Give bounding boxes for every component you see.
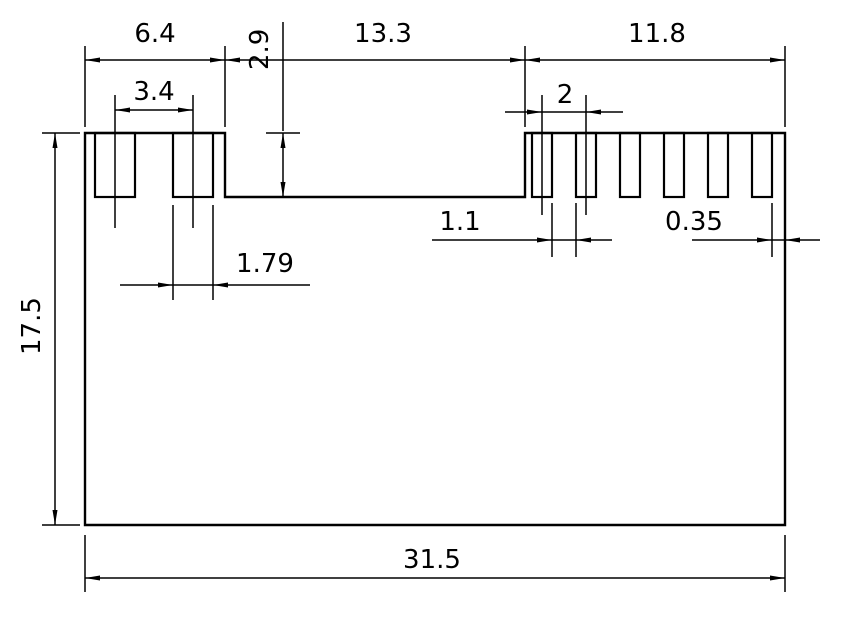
dim-label-notch-depth: 2.9 <box>245 29 275 70</box>
dim-left-slot-width: 1.79 <box>120 205 310 300</box>
dim-label-top-right-width: 11.8 <box>628 19 686 49</box>
part-outline <box>83 131 787 527</box>
dim-notch-depth: 2.9 <box>245 22 300 197</box>
dim-right-edge-offset: 0.35 <box>665 203 820 257</box>
right-slot-4 <box>662 131 686 199</box>
dim-top-chain: 6.4 13.3 11.8 <box>84 19 786 127</box>
dim-label-left-slot-width: 1.79 <box>236 249 294 279</box>
right-slot-5 <box>706 131 730 199</box>
dim-left-slot-pitch: 3.4 <box>114 77 194 228</box>
dim-right-slot-pitch: 2 <box>505 80 623 215</box>
dim-label-notch-width: 13.3 <box>354 19 412 49</box>
dim-right-slot-gap: 1.1 <box>432 203 612 257</box>
dim-label-overall-width: 31.5 <box>403 545 461 575</box>
dim-label-right-slot-gap: 1.1 <box>439 207 480 237</box>
dim-label-right-edge-offset: 0.35 <box>665 207 723 237</box>
dim-overall-height: 17.5 <box>17 132 80 526</box>
right-slot-3 <box>618 131 642 199</box>
right-slot-6 <box>750 131 774 199</box>
dim-label-right-slot-pitch: 2 <box>557 80 574 110</box>
dim-label-overall-height: 17.5 <box>17 297 47 355</box>
dim-overall-width: 31.5 <box>84 535 786 592</box>
dim-label-left-slot-pitch: 3.4 <box>133 77 174 107</box>
dim-label-top-left-width: 6.4 <box>134 19 175 49</box>
